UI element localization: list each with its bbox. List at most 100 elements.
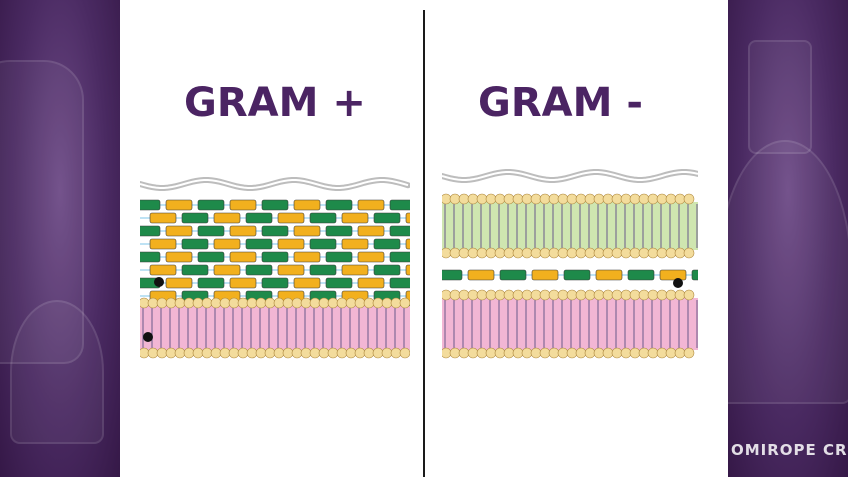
lipid-head xyxy=(665,347,677,359)
peptidoglycan-unit xyxy=(293,199,321,211)
watermark-text: OMIROPE CR xyxy=(731,441,848,459)
lipid-head xyxy=(363,347,375,359)
peptidoglycan-unit xyxy=(389,251,410,263)
lipid-head xyxy=(575,247,587,259)
lipid-head xyxy=(467,347,479,359)
lipid-head xyxy=(530,247,542,259)
capsule-line-highlight xyxy=(442,171,698,181)
peptidoglycan-unit xyxy=(499,269,527,281)
peptidoglycan-unit xyxy=(373,238,401,250)
lipid-head xyxy=(449,193,461,205)
lipid-head xyxy=(399,347,410,359)
lipid-head xyxy=(611,193,623,205)
peptidoglycan-unit xyxy=(197,199,225,211)
lipid-head xyxy=(494,247,506,259)
marker-dot xyxy=(154,277,164,287)
lipid-head xyxy=(674,289,686,301)
lipid-head xyxy=(255,347,267,359)
lipid-head xyxy=(638,193,650,205)
peptidoglycan-unit xyxy=(149,264,177,276)
peptidoglycan-unit xyxy=(277,264,305,276)
lipid-head xyxy=(548,247,560,259)
peptidoglycan-unit xyxy=(229,225,257,237)
lipid-head xyxy=(602,247,614,259)
lipid-head xyxy=(557,289,569,301)
peptidoglycan-unit xyxy=(389,277,410,289)
peptidoglycan-unit xyxy=(213,238,241,250)
lipid-head xyxy=(521,289,533,301)
lipid-head xyxy=(449,347,461,359)
lipid-head xyxy=(318,347,330,359)
lipid-head xyxy=(674,247,686,259)
lipid-head xyxy=(237,347,249,359)
lipid-head xyxy=(327,347,339,359)
peptidoglycan-unit xyxy=(357,277,385,289)
lipid-head xyxy=(140,297,150,309)
lipid-head xyxy=(611,289,623,301)
lipid-head xyxy=(192,347,204,359)
lipid-head xyxy=(485,247,497,259)
lipid-head xyxy=(494,347,506,359)
lipid-head xyxy=(210,297,222,309)
lipid-head xyxy=(647,193,659,205)
lipid-head xyxy=(467,289,479,301)
lipid-head xyxy=(647,289,659,301)
lipid-head xyxy=(458,247,470,259)
lipid-head xyxy=(192,297,204,309)
lipid-head xyxy=(264,297,276,309)
lipid-head xyxy=(309,297,321,309)
lipid-head xyxy=(467,193,479,205)
peptidoglycan-unit xyxy=(229,199,257,211)
lipid-head xyxy=(219,347,231,359)
lipid-head xyxy=(291,347,303,359)
lipid-head xyxy=(390,297,402,309)
lipid-head xyxy=(566,193,578,205)
lipid-head xyxy=(165,297,177,309)
peptidoglycan-unit xyxy=(245,212,273,224)
peptidoglycan-unit xyxy=(197,251,225,263)
lipid-head xyxy=(521,347,533,359)
peptidoglycan-unit xyxy=(325,251,353,263)
background-photo-left xyxy=(0,0,120,477)
lipid-head xyxy=(485,193,497,205)
lipid-head xyxy=(156,297,168,309)
lipid-head xyxy=(530,347,542,359)
peptidoglycan-unit xyxy=(405,264,410,276)
lipid-head xyxy=(593,247,605,259)
lipid-head xyxy=(584,193,596,205)
lipid-head xyxy=(485,289,497,301)
lipid-head xyxy=(665,193,677,205)
lipid-head xyxy=(363,297,375,309)
lipid-head xyxy=(593,193,605,205)
lipid-head xyxy=(548,347,560,359)
lipid-head xyxy=(354,347,366,359)
lipid-head xyxy=(584,289,596,301)
lipid-head xyxy=(512,193,524,205)
lipid-head xyxy=(557,247,569,259)
peptidoglycan-unit xyxy=(389,199,410,211)
lipid-head xyxy=(147,347,159,359)
lipid-head xyxy=(449,247,461,259)
lipid-head xyxy=(521,247,533,259)
peptidoglycan-unit xyxy=(659,269,687,281)
lipid-head xyxy=(442,289,452,301)
lipid-head xyxy=(530,289,542,301)
lipid-head xyxy=(336,297,348,309)
lipid-head xyxy=(539,193,551,205)
lipid-head xyxy=(219,297,231,309)
lipid-head xyxy=(656,247,668,259)
lipid-head xyxy=(602,193,614,205)
lipid-head xyxy=(566,289,578,301)
peptidoglycan-unit xyxy=(341,238,369,250)
marker-dot xyxy=(143,332,153,342)
lipid-head xyxy=(620,247,632,259)
lipid-head xyxy=(372,297,384,309)
peptidoglycan-unit xyxy=(181,238,209,250)
peptidoglycan-unit xyxy=(165,251,193,263)
lipid-head xyxy=(381,347,393,359)
lipid-head xyxy=(647,347,659,359)
lipid-head xyxy=(566,347,578,359)
peptidoglycan-unit xyxy=(197,225,225,237)
peptidoglycan-unit xyxy=(442,269,463,281)
lipid-head xyxy=(503,289,515,301)
